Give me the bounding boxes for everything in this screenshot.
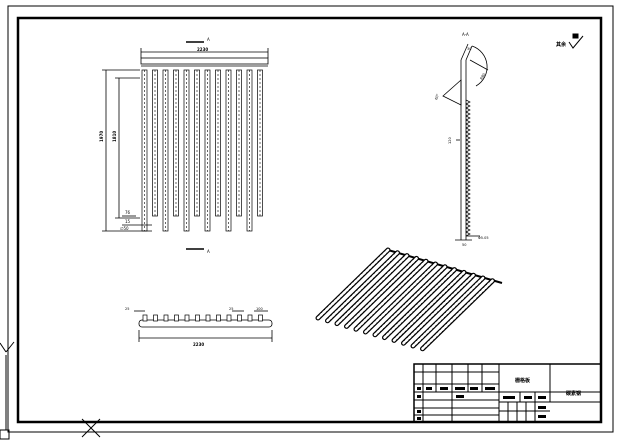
iso-tube-hatch [392, 271, 466, 342]
section-dim-bottom-right: Φ5.05 [478, 236, 489, 240]
roughness-note: 其余 [556, 41, 567, 48]
outer-frame [7, 5, 614, 433]
section-tooth-edge [465, 99, 471, 237]
inner-border [16, 16, 603, 424]
front-dim-bottom-small2: 15 [125, 219, 131, 224]
section-dim-radius: R80 [479, 73, 486, 81]
title-block-fills [417, 387, 546, 420]
title-block [413, 363, 602, 423]
iso-tube-hatch [316, 248, 390, 320]
iso-tube-hatch [421, 279, 494, 351]
front-dim-top-width: 2230 [197, 47, 208, 52]
ucs-icon [0, 341, 15, 440]
side-stub [258, 314, 263, 322]
side-stub [226, 314, 232, 322]
side-stub [153, 314, 158, 322]
front-dim-bottom-left: ∅50 [120, 226, 129, 231]
side-stub [205, 314, 211, 322]
side-stub [216, 314, 221, 322]
side-dim-overall: 2230 [193, 342, 204, 347]
front-section-marker-bottom: A [207, 249, 210, 254]
iso-tube-hatch [354, 259, 428, 331]
section-dim-angle-left: 60° [434, 93, 440, 100]
side-stub [142, 314, 148, 322]
side-stub [237, 314, 242, 322]
cursor-crosshair-icon [81, 418, 101, 438]
section-title: A-A [462, 32, 469, 37]
side-view-stubs [142, 314, 263, 322]
front-view [102, 41, 269, 250]
side-stub [163, 314, 169, 322]
front-dim-height-outer: 1970 [99, 131, 104, 142]
side-stub [195, 314, 200, 322]
side-dim-left: 25 [125, 307, 129, 311]
iso-tube-hatch [402, 273, 475, 345]
side-stub [184, 314, 190, 322]
iso-tube-hatch [373, 265, 447, 337]
front-dim-height-inner: 1810 [112, 131, 117, 142]
iso-tube-hatch [326, 251, 399, 323]
section-dim-top: 30 [467, 47, 471, 51]
section-view-teeth [465, 99, 471, 237]
side-view [134, 310, 273, 342]
side-stub [247, 314, 253, 322]
roughness-symbol-icon [568, 33, 584, 49]
side-dim-mid: 25 [229, 307, 233, 311]
front-view-tubes [141, 69, 263, 232]
section-view [442, 43, 489, 241]
side-dim-right: 100 [256, 307, 263, 311]
title-block-material: 碳素钢 [566, 390, 581, 397]
iso-tube-hatch [383, 268, 456, 339]
section-dim-side: 120 [448, 137, 452, 144]
side-stub [174, 314, 179, 322]
front-section-marker-top: A [207, 37, 210, 42]
iso-tube-hatch [364, 262, 437, 334]
isometric-view [315, 247, 503, 352]
title-block-drawing-name: 栅格板 [515, 377, 531, 384]
iso-tube-hatch [345, 257, 418, 328]
section-dim-bottom: 50 [462, 243, 466, 247]
iso-tube-hatch [411, 276, 485, 348]
iso-tube-hatch [335, 254, 409, 325]
front-dim-bottom-small: 76 [125, 210, 131, 215]
